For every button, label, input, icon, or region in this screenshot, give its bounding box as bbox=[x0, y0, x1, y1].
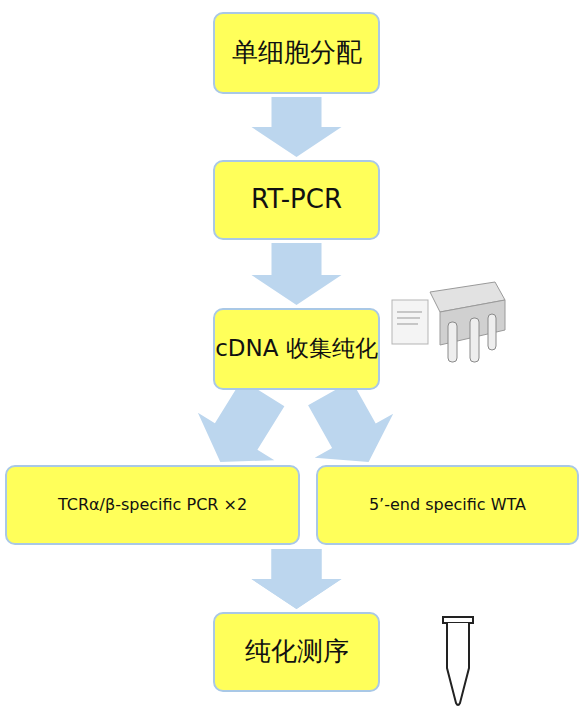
box-label: RT-PCR bbox=[251, 183, 342, 217]
chip-card bbox=[392, 300, 428, 344]
box-label: 纯化测序 bbox=[245, 635, 349, 669]
block-arrow bbox=[252, 243, 342, 305]
text-holder: 5’-end specific WTA bbox=[369, 495, 526, 516]
tube-illustration bbox=[443, 617, 473, 705]
box-label: cDNA 收集纯化 bbox=[215, 334, 378, 364]
process-box: 5’-end specific WTA bbox=[316, 465, 579, 545]
box-label: 单细胞分配 bbox=[232, 36, 362, 70]
card-line bbox=[397, 318, 420, 319]
box-label: 5’-end specific WTA bbox=[369, 495, 526, 516]
process-box: cDNA 收集纯化 bbox=[213, 308, 380, 390]
tube-body bbox=[447, 623, 469, 705]
box-label: TCRα/β-specific PCR ×2 bbox=[58, 495, 248, 516]
tube-cap bbox=[443, 617, 473, 623]
chip-illustration bbox=[392, 282, 505, 362]
text-holder: 纯化测序 bbox=[245, 635, 349, 669]
block-arrow bbox=[308, 381, 393, 462]
card-line bbox=[397, 324, 418, 325]
block-arrow bbox=[252, 97, 342, 157]
block-arrow bbox=[252, 549, 342, 609]
text-holder: RT-PCR bbox=[251, 183, 342, 217]
process-box: TCRα/β-specific PCR ×2 bbox=[5, 465, 300, 545]
process-box: 纯化测序 bbox=[213, 612, 380, 692]
text-holder: cDNA 收集纯化 bbox=[215, 334, 378, 364]
block-arrow bbox=[252, 549, 342, 609]
text-holder: TCRα/β-specific PCR ×2 bbox=[58, 495, 248, 516]
card-line bbox=[397, 312, 422, 313]
chip-tube bbox=[470, 318, 479, 362]
process-box: 单细胞分配 bbox=[213, 12, 380, 94]
block-arrow bbox=[198, 380, 285, 462]
process-box: RT-PCR bbox=[213, 160, 380, 240]
chip-tube bbox=[488, 314, 496, 350]
text-holder: 单细胞分配 bbox=[232, 36, 362, 70]
chip-tube bbox=[448, 322, 457, 362]
